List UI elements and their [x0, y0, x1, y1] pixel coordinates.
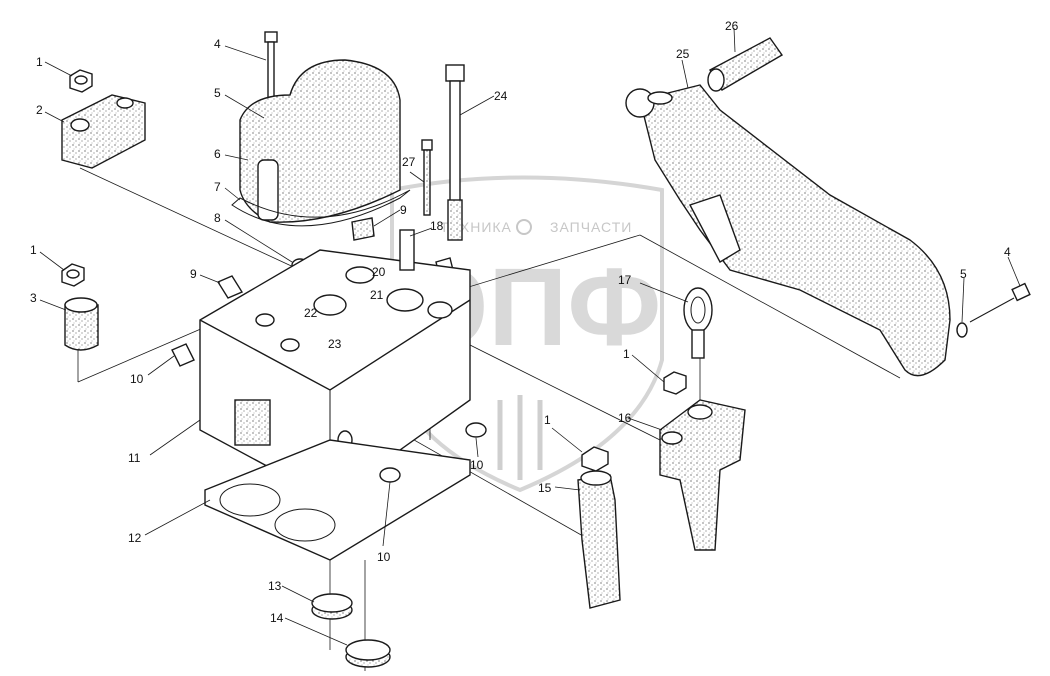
- callout-14: 14: [270, 611, 284, 625]
- eye-bolt-part-17: [683, 287, 713, 359]
- callout-13: 13: [268, 579, 282, 593]
- callout-leaders: [39, 27, 1021, 646]
- callout-17: 17: [618, 273, 632, 287]
- callout-11: 11: [128, 451, 141, 465]
- bolt-part-24: [445, 64, 465, 241]
- callout-1-right: 1: [623, 347, 630, 361]
- bracket-part-16: [659, 399, 746, 551]
- callout-18: 18: [430, 219, 444, 233]
- nut-part-1-center: [581, 446, 609, 472]
- callout-2: 2: [36, 103, 43, 117]
- callout-3: 3: [30, 291, 37, 305]
- callout-10-left: 10: [130, 372, 144, 386]
- bracket-part-15: [577, 470, 621, 609]
- nut-part-1-left: [61, 263, 85, 287]
- callout-labels: 1 2 1 3 10 4 5 6 7 8 9 9 11 12 13 14 10 …: [30, 19, 1011, 625]
- callout-4-right: 4: [1004, 245, 1011, 259]
- seal-ring-part-14: [345, 639, 391, 668]
- callout-7: 7: [214, 180, 221, 194]
- watermark-text-right: ЗАПЧАСТИ: [550, 219, 632, 235]
- callout-21: 21: [370, 288, 384, 302]
- ring-part-9-top: [351, 217, 375, 241]
- callout-24: 24: [494, 89, 508, 103]
- callout-1-center: 1: [544, 413, 551, 427]
- nut-part-1-right: [663, 371, 687, 395]
- bolt-part-4-right: [969, 282, 1031, 323]
- callout-1-top-left: 1: [36, 55, 43, 69]
- nut-part-10-right: [465, 422, 487, 438]
- callout-1-left: 1: [30, 243, 37, 257]
- valve-cover-part-6: [239, 59, 401, 223]
- gear-icon: [516, 219, 532, 235]
- callout-16: 16: [618, 411, 632, 425]
- callout-25: 25: [676, 47, 690, 61]
- callout-23: 23: [328, 337, 342, 351]
- callout-4-top: 4: [214, 37, 221, 51]
- cylinder-head-part-11: [199, 229, 471, 501]
- nut-part-1-top: [69, 69, 93, 93]
- exhaust-manifold-part-25: [625, 84, 951, 377]
- callout-9-top: 9: [400, 203, 407, 217]
- callout-10-right: 10: [470, 458, 484, 472]
- callout-9-left: 9: [190, 267, 197, 281]
- nut-part-10-lower: [379, 467, 401, 483]
- callout-15: 15: [538, 481, 552, 495]
- callout-8: 8: [214, 211, 221, 225]
- callout-26: 26: [725, 19, 739, 33]
- sleeve-part-3: [64, 297, 99, 351]
- bolt-part-27: [421, 139, 433, 216]
- callout-27: 27: [402, 155, 416, 169]
- callout-20: 20: [372, 265, 386, 279]
- seal-ring-part-13: [311, 593, 353, 620]
- head-gasket-part-12: [204, 439, 471, 561]
- ring-part-10-left: [171, 343, 195, 367]
- ring-part-9-left: [216, 275, 244, 299]
- gasket-part-7: [231, 189, 411, 227]
- callout-10-lower: 10: [377, 550, 391, 564]
- bracket-part-2: [61, 94, 146, 169]
- callout-22: 22: [304, 306, 318, 320]
- pipe-part-26: [707, 37, 784, 92]
- wheat-icon: [497, 395, 543, 480]
- bolt-part-4: [264, 31, 278, 101]
- callout-6: 6: [214, 147, 221, 161]
- callout-5-right: 5: [960, 267, 967, 281]
- washer-part-5-right: [956, 322, 968, 338]
- callout-12: 12: [128, 531, 142, 545]
- callout-5-top: 5: [214, 86, 221, 100]
